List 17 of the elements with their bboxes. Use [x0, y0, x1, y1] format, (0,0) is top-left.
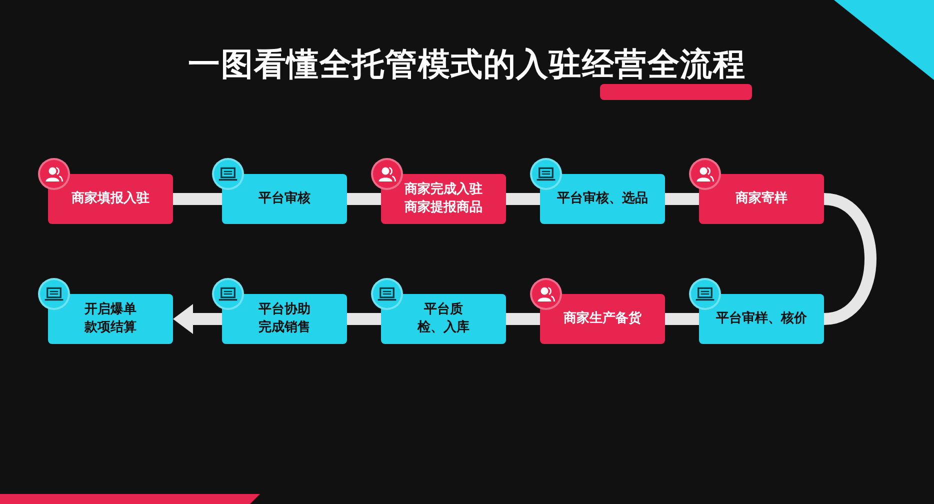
arrow [173, 304, 222, 334]
step-label: 平台质检、入库 [416, 301, 470, 337]
step-label: 商家寄样 [734, 190, 788, 208]
step-label: 平台审核、选品 [556, 190, 649, 208]
connector [173, 193, 222, 205]
connector [347, 313, 381, 325]
step-label: 平台审核 [258, 190, 312, 208]
connector [823, 193, 876, 325]
step-label: 商家完成入驻商家提报商品 [404, 181, 484, 217]
step-label: 开启爆单款项结算 [84, 301, 138, 337]
step-label: 商家生产备货 [562, 310, 642, 328]
connector [665, 313, 699, 325]
step-label: 平台审样、核价 [715, 310, 808, 328]
title: 一图看懂全托管模式的入驻经营全流程 [188, 44, 746, 85]
step-label: 商家填报入驻 [70, 190, 150, 208]
step-label: 平台协助完成销售 [258, 301, 312, 337]
connector [506, 193, 540, 205]
